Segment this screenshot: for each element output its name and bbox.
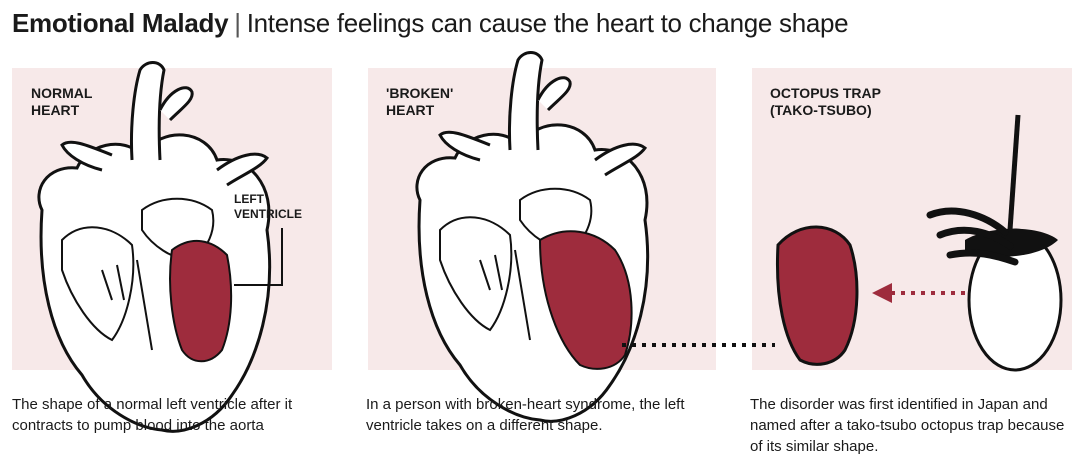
caption-broken-heart: In a person with broken-heart syndrome, …: [366, 394, 706, 436]
arrow-head: [872, 283, 892, 303]
label-normal-heart: NORMAL HEART: [31, 85, 92, 119]
label-left-ventricle: LEFT VENTRICLE: [234, 192, 302, 222]
octopus-trap-drawing: [930, 115, 1061, 370]
caption-normal-heart: The shape of a normal left ventricle aft…: [12, 394, 332, 436]
label-broken-heart: 'BROKEN' HEART: [386, 85, 453, 119]
caption-octopus-trap: The disorder was first identified in Jap…: [750, 394, 1080, 457]
left-ventricle-normal: [170, 241, 231, 361]
label-octopus-trap: OCTOPUS TRAP (TAKO-TSUBO): [770, 85, 881, 119]
ventricle-shape-isolated: [777, 227, 857, 364]
